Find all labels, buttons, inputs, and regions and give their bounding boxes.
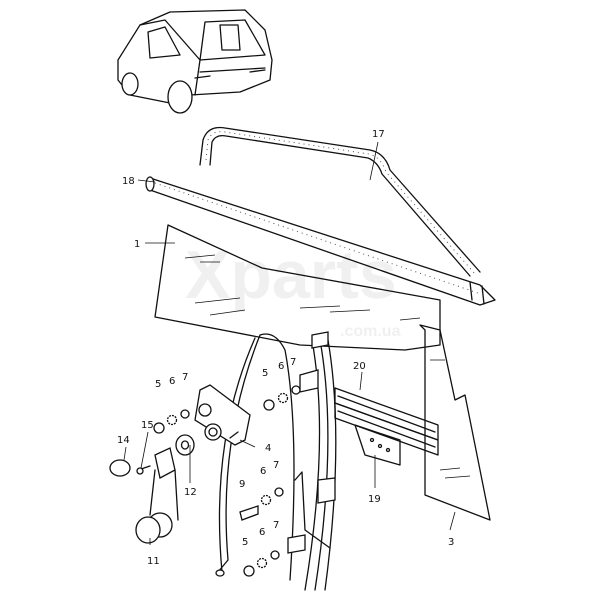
callout-6: 6 (259, 527, 265, 538)
regulator-plate-4 (194, 384, 251, 446)
callout-17: 17 (372, 129, 385, 140)
callout-1: 1 (134, 239, 140, 250)
callout-7: 7 (273, 460, 279, 471)
glass-channel-20 (334, 387, 439, 456)
crank-assembly (109, 434, 195, 544)
callout-6: 6 (169, 376, 175, 387)
callout-14: 14 (117, 435, 130, 446)
callout-3: 3 (448, 537, 454, 548)
callout-18: 18 (122, 176, 135, 187)
car-thumbnail (117, 9, 273, 114)
callout-20: 20 (353, 361, 366, 372)
callout-4: 4 (265, 443, 271, 454)
callout-7: 7 (290, 357, 296, 368)
callout-7: 7 (273, 520, 279, 531)
window-regulator (215, 331, 337, 591)
callout-19: 19 (368, 494, 381, 505)
callout-labels: 17 18 1 20 5 6 7 5 6 7 15 14 4 12 9 6 7 … (117, 129, 454, 567)
callout-15: 15 (141, 420, 154, 431)
watermark-brand: Xparts (185, 237, 397, 313)
watermark: Xparts .com.ua (185, 237, 401, 340)
callout-11: 11 (147, 556, 160, 567)
door-glass-1 (154, 224, 441, 351)
leader-lines (123, 141, 456, 545)
window-seal-17 (199, 126, 481, 277)
bracket-19 (354, 424, 401, 466)
watermark-domain: .com.ua (340, 323, 401, 340)
quarter-glass-3 (419, 324, 491, 521)
window-seal-18 (145, 176, 496, 306)
callout-5: 5 (155, 379, 161, 390)
callout-7: 7 (182, 372, 188, 383)
callout-5: 5 (262, 368, 268, 379)
callout-5: 5 (242, 537, 248, 548)
callout-9: 9 (239, 479, 245, 490)
callout-6: 6 (278, 361, 284, 372)
fasteners (153, 385, 301, 577)
callout-6: 6 (260, 466, 266, 477)
callout-12: 12 (184, 487, 197, 498)
